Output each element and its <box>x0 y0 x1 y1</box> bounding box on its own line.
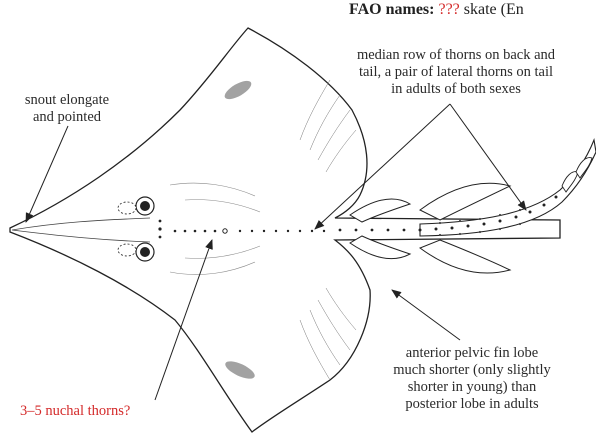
fao-names-label: FAO names: <box>349 1 434 18</box>
pelvic-label-line: posterior lobe in adults <box>372 396 572 413</box>
snout-label: snout elongate and pointed <box>2 92 132 126</box>
pelvic-pointer <box>392 290 460 340</box>
fao-names-header: FAO names: ??? skate (En <box>349 1 524 19</box>
pelvic-label-line: shorter in young) than <box>372 379 572 396</box>
pelvic-fin-upper <box>420 183 510 220</box>
fao-names-text: skate (En <box>464 1 524 18</box>
pelvic-label-line: much shorter (only slightly <box>372 362 572 379</box>
tail-dorsal-fins <box>562 158 592 192</box>
pelvic-label-line: anterior pelvic fin lobe <box>372 345 572 362</box>
nuchal-thorns-label: 3–5 nuchal thorns? <box>20 403 200 420</box>
thorns-label-line: in adults of both sexes <box>325 81 587 98</box>
thorns-label: median row of thorns on back and tail, a… <box>325 47 587 98</box>
snout-label-line: and pointed <box>2 109 132 126</box>
fao-names-unknown: ??? <box>438 1 459 18</box>
pelvic-fin-label: anterior pelvic fin lobe much shorter (o… <box>372 345 572 413</box>
snout-label-line: snout elongate <box>2 92 132 109</box>
thorns-label-line: tail, a pair of lateral thorns on tail <box>325 64 587 81</box>
thorns-label-line: median row of thorns on back and <box>325 47 587 64</box>
pelvic-fin-lower <box>420 240 510 273</box>
